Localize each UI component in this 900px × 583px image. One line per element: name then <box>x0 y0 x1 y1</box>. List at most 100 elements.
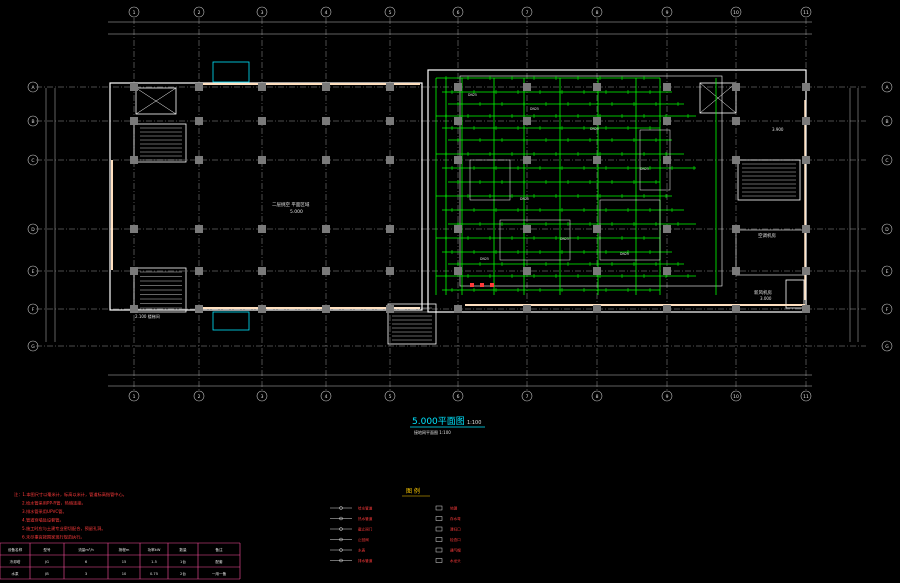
column <box>732 267 740 275</box>
column <box>130 305 138 313</box>
pipe-annotation: DN25 <box>640 167 649 171</box>
legend-label: 水表 <box>358 548 366 553</box>
table-cell: 6 <box>85 560 88 564</box>
column <box>322 267 330 275</box>
column <box>593 156 601 164</box>
legend-symbol-mark <box>339 537 343 542</box>
table-header-cell: 流量m³/h <box>78 547 94 552</box>
grid-column-label: 2 <box>198 394 201 400</box>
column <box>732 305 740 313</box>
column <box>802 225 810 233</box>
pipe-annotation: DN25 <box>560 237 569 241</box>
grid-column-bubble <box>384 390 396 402</box>
drawing-scale: 1:100 <box>467 420 481 426</box>
legend-label: 水龙头 <box>450 558 461 563</box>
grid-row-bubble <box>881 303 893 315</box>
right-room-elev-2: 3.000 <box>760 296 772 301</box>
column <box>386 83 394 91</box>
legend-symbol-mark <box>339 506 343 510</box>
table-cell: 1台 <box>180 559 186 564</box>
grid-row-bubble <box>881 340 893 352</box>
hall-elevation: 5.000 <box>290 209 303 215</box>
column <box>802 156 810 164</box>
column <box>322 305 330 313</box>
table-cell: 2台 <box>180 571 186 576</box>
column <box>195 83 203 91</box>
column <box>732 117 740 125</box>
grid-row-label: A <box>31 85 35 91</box>
grid-row-lines <box>36 86 866 347</box>
grid-row-label: B <box>885 119 888 125</box>
grid-column-bubble <box>521 390 533 402</box>
grid-column-label: 6 <box>457 10 460 16</box>
table-header-cell: 设备名称 <box>8 547 23 552</box>
grid-column-label: 1 <box>133 394 136 400</box>
grid-column-label: 5 <box>389 10 392 16</box>
grid-row-bubble <box>27 154 39 166</box>
floor-drain-mark <box>490 283 494 287</box>
room-partition <box>599 199 661 261</box>
grid-column-label: 9 <box>666 10 669 16</box>
legend-label: 存水弯 <box>450 516 461 521</box>
grid-column-bubble <box>800 6 812 18</box>
column <box>258 305 266 313</box>
grid-column-bubble <box>384 6 396 18</box>
drawing-title: 5.000平面图 <box>412 416 465 427</box>
column <box>593 83 601 91</box>
grid-row-bubble <box>881 81 893 93</box>
table-cell: 3 <box>85 572 87 576</box>
grid-row-label: D <box>31 227 35 233</box>
legend-label: 给水管道 <box>358 506 373 511</box>
column <box>322 225 330 233</box>
column <box>386 267 394 275</box>
room-partition <box>499 219 571 261</box>
grid-column-lines <box>133 18 807 392</box>
legend-label: 通气帽 <box>450 548 461 553</box>
grid-column-label: 3 <box>261 10 264 16</box>
grid-row-bubble <box>27 340 39 352</box>
grid-column-bubble <box>661 6 673 18</box>
column <box>663 225 671 233</box>
grid-column-bubble <box>256 390 268 402</box>
grid-column-label: 1 <box>133 10 136 16</box>
grid-column-label: 2 <box>198 10 201 16</box>
column <box>523 267 531 275</box>
column <box>454 117 462 125</box>
column <box>454 305 462 313</box>
pipe-annotation: DN25 <box>590 127 599 131</box>
column <box>663 305 671 313</box>
legend-symbol <box>435 505 443 511</box>
column <box>258 156 266 164</box>
grid-row-bubble <box>27 115 39 127</box>
column <box>663 156 671 164</box>
grid-column-label: 10 <box>733 394 739 400</box>
table-cell: 配套 <box>215 559 223 564</box>
column <box>593 225 601 233</box>
design-notes: 注：1.本图尺寸以毫米计，标高以米计，管道标高指管中心。2.给水管采用PP-R管… <box>14 491 127 541</box>
grid-row-label: D <box>885 227 889 233</box>
column <box>258 225 266 233</box>
legend-label: 地漏 <box>450 506 458 511</box>
table-header-cell: 型号 <box>43 547 51 552</box>
column <box>593 305 601 313</box>
grid-column-bubble <box>730 390 742 402</box>
table-header-cell: 备注 <box>215 547 223 552</box>
floor-drain-mark <box>480 283 484 287</box>
legend-symbol <box>435 537 443 542</box>
grid-column-label: 7 <box>526 10 529 16</box>
legend-symbol <box>435 558 443 563</box>
grid-column-label: 10 <box>733 10 739 16</box>
grid-column-bubble <box>193 390 205 402</box>
table-cell: 1.5 <box>151 560 157 564</box>
legend-label: 止回阀 <box>358 537 369 542</box>
left-stair-note: 2.100 楼梯间 <box>135 313 160 319</box>
grid-column-label: 11 <box>803 394 809 400</box>
column <box>523 225 531 233</box>
stair-treads <box>140 127 796 341</box>
column <box>523 305 531 313</box>
column <box>454 225 462 233</box>
grid-column-label: 8 <box>596 10 599 16</box>
grid-column-bubble <box>661 390 673 402</box>
